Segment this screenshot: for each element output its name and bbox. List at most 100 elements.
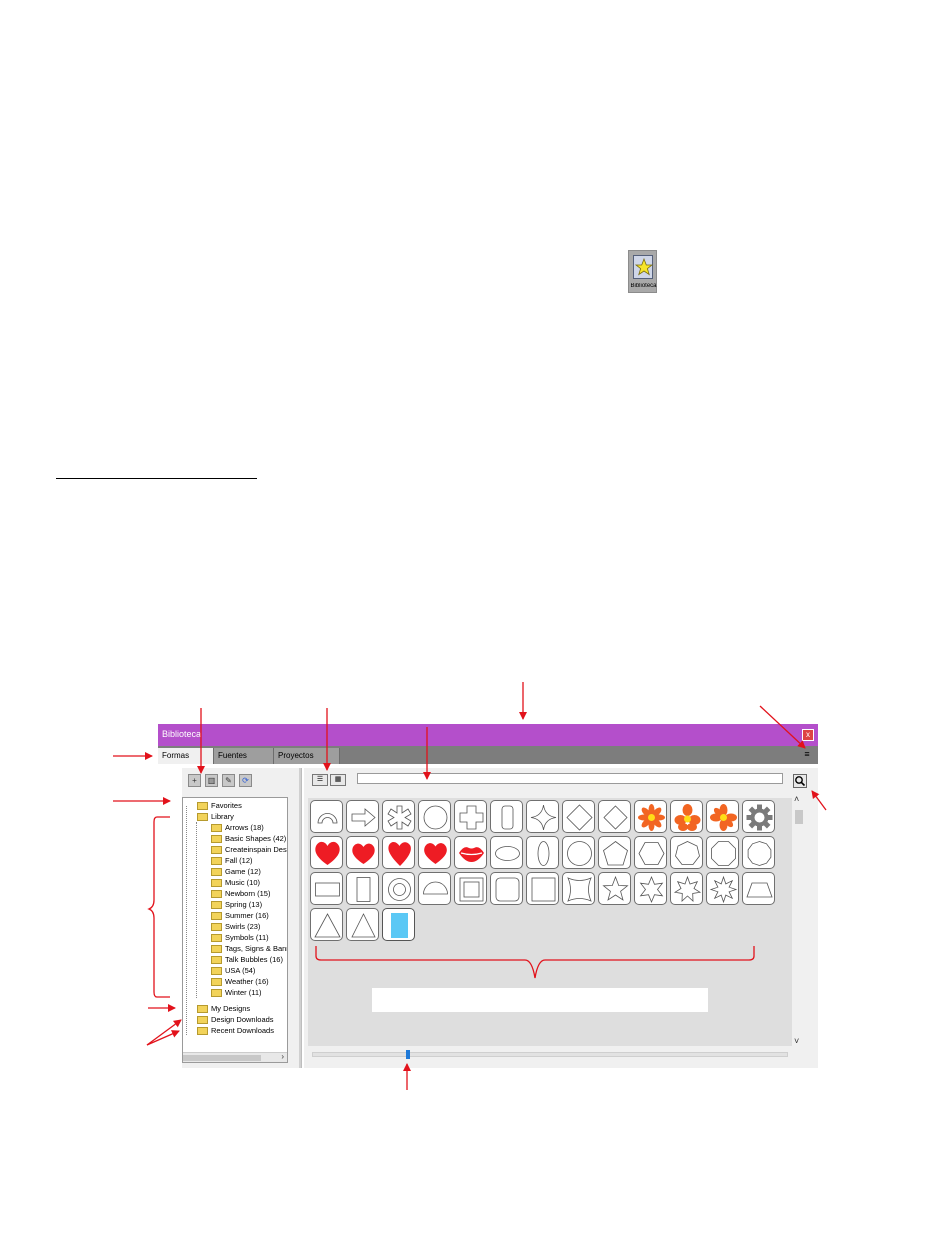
delete-icon[interactable]: ▥ <box>205 774 218 787</box>
tree-item-swirls[interactable]: Swirls (23) <box>211 921 260 932</box>
shape-circle-2[interactable] <box>562 836 595 869</box>
shape-rectangle-vertical[interactable] <box>346 872 379 905</box>
tree-item-spring[interactable]: Spring (13) <box>211 899 262 910</box>
tree-item-basic-shapes[interactable]: Basic Shapes (42) <box>211 833 286 844</box>
tree-item-tags[interactable]: Tags, Signs & Banners <box>211 943 287 954</box>
shape-square[interactable] <box>526 872 559 905</box>
shape-heart-4[interactable] <box>418 836 451 869</box>
shape-rounded-square[interactable] <box>490 872 523 905</box>
shape-star-7[interactable] <box>670 872 703 905</box>
folder-icon <box>211 835 222 844</box>
refresh-icon[interactable]: ⟳ <box>239 774 252 787</box>
tree-item-favorites[interactable]: Favorites <box>197 800 242 811</box>
tree-item-symbols[interactable]: Symbols (11) <box>211 932 269 943</box>
shape-asterisk[interactable] <box>382 800 415 833</box>
shape-square-frame[interactable] <box>454 872 487 905</box>
shape-star-5[interactable] <box>598 872 631 905</box>
tree-item-label: Library <box>211 812 234 821</box>
tree-item-summer[interactable]: Summer (16) <box>211 910 269 921</box>
tree-item-my-designs[interactable]: My Designs <box>197 1003 250 1014</box>
tree-toolbar: + ▥ ✎ ⟳ <box>188 774 256 788</box>
shape-triangle-2[interactable] <box>346 908 379 941</box>
shape-flower-orange[interactable] <box>634 800 667 833</box>
tree-item-library[interactable]: Library <box>197 811 234 822</box>
shapes-pane: ☰ ▦ <box>304 768 818 1068</box>
grid-view-button[interactable]: ▦ <box>330 774 346 786</box>
folder-icon <box>197 1005 208 1014</box>
shape-heptagon[interactable] <box>670 836 703 869</box>
shape-concave-square[interactable] <box>562 872 595 905</box>
folder-icon <box>211 912 222 921</box>
shape-decagon[interactable] <box>742 836 775 869</box>
tree-item-fall[interactable]: Fall (12) <box>211 855 253 866</box>
shape-lips[interactable] <box>454 836 487 869</box>
shape-4-point-star[interactable] <box>526 800 559 833</box>
shape-ellipse-horizontal[interactable] <box>490 836 523 869</box>
shape-ellipse-vertical[interactable] <box>526 836 559 869</box>
search-button[interactable] <box>793 774 807 788</box>
shape-triangle[interactable] <box>310 908 343 941</box>
search-input[interactable] <box>357 773 783 784</box>
tree-item-talk-bubbles[interactable]: Talk Bubbles (16) <box>211 954 283 965</box>
shape-star-6[interactable] <box>634 872 667 905</box>
tree-horizontal-scrollbar[interactable]: › <box>183 1052 287 1062</box>
shape-star-8[interactable] <box>706 872 739 905</box>
tree-item-newborn[interactable]: Newborn (15) <box>211 888 270 899</box>
shape-heart-2[interactable] <box>346 836 379 869</box>
shape-flower-orange-2[interactable] <box>670 800 703 833</box>
shape-rectangle-horizontal[interactable] <box>310 872 343 905</box>
tree-item-music[interactable]: Music (10) <box>211 877 260 888</box>
pane-divider[interactable] <box>299 768 301 1068</box>
chevron-right-icon[interactable]: › <box>281 1052 284 1061</box>
shape-gear[interactable] <box>742 800 775 833</box>
library-window: Biblioteca x Formas Fuentes Proyectos ≡ … <box>158 724 818 1068</box>
tree-item-arrows[interactable]: Arrows (18) <box>211 822 264 833</box>
tab-fuentes[interactable]: Fuentes <box>214 748 274 764</box>
tree-item-winter[interactable]: Winter (11) <box>211 987 262 998</box>
shape-cross[interactable] <box>454 800 487 833</box>
folder-icon <box>211 901 222 910</box>
tree-item-label: Game (12) <box>225 867 261 876</box>
shape-semicircle[interactable] <box>418 872 451 905</box>
section-heading-underline <box>56 478 257 479</box>
shape-heart-3[interactable] <box>382 836 415 869</box>
rename-icon[interactable]: ✎ <box>222 774 235 787</box>
shape-flower-orange-3[interactable] <box>706 800 739 833</box>
shape-octagon[interactable] <box>706 836 739 869</box>
tab-proyectos[interactable]: Proyectos <box>274 748 340 764</box>
zoom-slider[interactable] <box>312 1052 788 1057</box>
shapes-vertical-scrollbar[interactable]: ˄ ˅ <box>794 794 804 1046</box>
library-toolbar-button[interactable]: Biblioteca <box>628 250 657 293</box>
shape-arch[interactable] <box>310 800 343 833</box>
scrollbar-thumb[interactable] <box>795 810 803 824</box>
shape-capsule[interactable] <box>490 800 523 833</box>
tab-menu-icon[interactable]: ≡ <box>804 749 810 759</box>
shape-diamond-2[interactable] <box>598 800 631 833</box>
shape-diamond[interactable] <box>562 800 595 833</box>
shape-circle[interactable] <box>418 800 451 833</box>
folder-icon <box>211 857 222 866</box>
close-button[interactable]: x <box>802 729 814 741</box>
shape-hexagon[interactable] <box>634 836 667 869</box>
chevron-up-icon[interactable]: ˄ <box>794 794 800 804</box>
shape-pentagon[interactable] <box>598 836 631 869</box>
zoom-slider-thumb[interactable] <box>406 1050 411 1059</box>
shape-trapezoid[interactable] <box>742 872 775 905</box>
tree-item-recent-downloads[interactable]: Recent Downloads <box>197 1025 274 1036</box>
shape-heart[interactable] <box>310 836 343 869</box>
tab-formas[interactable]: Formas <box>158 748 214 764</box>
shape-ring[interactable] <box>382 872 415 905</box>
list-view-button[interactable]: ☰ <box>312 774 328 786</box>
tree-item-label: Basic Shapes (42) <box>225 834 287 843</box>
tree-item-design-downloads[interactable]: Design Downloads <box>197 1014 274 1025</box>
tree-item-weather[interactable]: Weather (16) <box>211 976 269 987</box>
shape-blue-rectangle[interactable] <box>382 908 415 941</box>
tree-item-createinspain[interactable]: Createinspain Designs <box>211 844 287 855</box>
tree-item-game[interactable]: Game (12) <box>211 866 261 877</box>
scrollbar-thumb[interactable] <box>183 1055 261 1061</box>
shape-arrow[interactable] <box>346 800 379 833</box>
new-folder-icon[interactable]: + <box>188 774 201 787</box>
chevron-down-icon[interactable]: ˅ <box>794 1036 800 1046</box>
folder-icon <box>211 890 222 899</box>
tree-item-usa[interactable]: USA (54) <box>211 965 255 976</box>
